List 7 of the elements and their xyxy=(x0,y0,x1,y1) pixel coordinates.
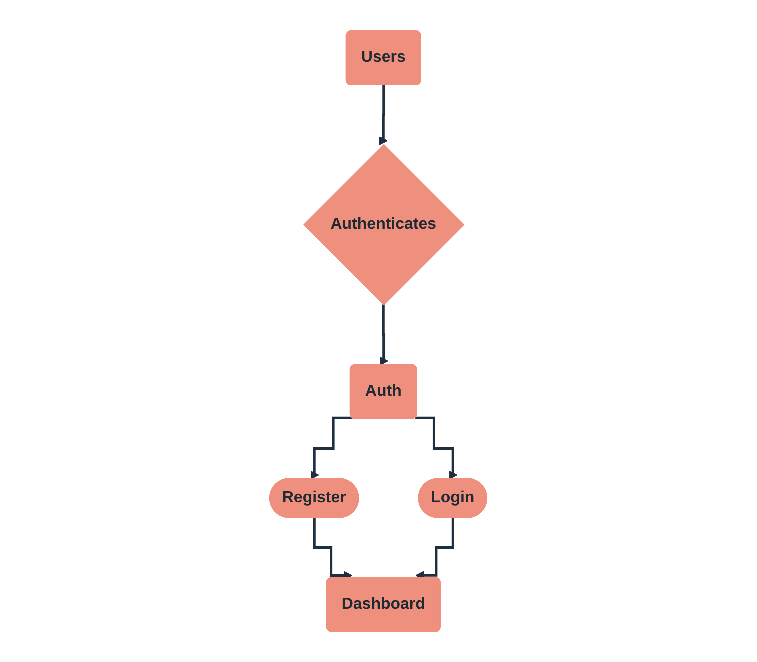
node-diamond: Authenticates xyxy=(304,144,465,306)
arrow xyxy=(313,516,353,580)
arrow xyxy=(380,303,388,366)
arrow xyxy=(416,416,458,480)
arrow xyxy=(310,416,353,480)
arrow xyxy=(416,516,455,580)
arrow xyxy=(379,84,388,145)
